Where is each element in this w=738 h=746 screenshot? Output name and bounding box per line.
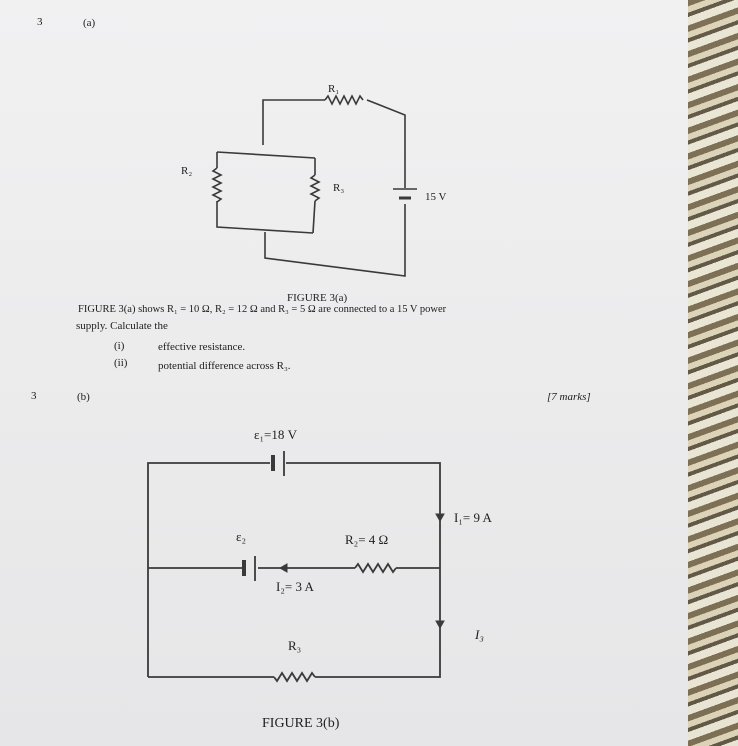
figure-caption-a: FIGURE 3(a) [287,292,348,304]
battery-e2 [242,556,256,581]
label-emf2: ε₂ [236,529,246,544]
question-part-a: (a) [83,17,96,29]
resistor-r1-zigzag [324,94,364,106]
battery-e1 [271,451,285,476]
label-r1-a: R₁ [328,83,340,95]
resistor-r3-zigzag [309,174,321,202]
label-r3-a: R₃ [333,182,345,194]
question-text-line1: FIGURE 3(a) shows R₁ = 10 Ω, R₂ = 12 Ω a… [78,304,447,315]
label-i3: I₃ [475,627,484,642]
arrow-i2 [278,563,288,573]
item-i-number: (i) [114,340,125,352]
item-ii-text: potential difference across R₃. [158,360,291,372]
resistor-r3-b-zigzag [273,671,316,683]
label-i1: I₁= 9 A [454,510,492,525]
question-number-a: 3 [37,16,43,28]
battery-15v [393,188,417,200]
arrow-i1 [435,513,445,523]
arrow-i3 [435,620,445,630]
background-fabric-pattern [688,0,738,746]
label-r3-b: R₃ [288,638,302,653]
wire-inner-left-low [216,201,314,234]
label-r2-b: R₂= 4 Ω [345,532,389,547]
wire-right-lower-b [315,568,441,678]
question-text-line2: supply. Calculate the [76,320,168,332]
resistor-r2-b-zigzag [354,562,397,574]
label-i2: I₂= 3 A [276,579,314,594]
wire-right-lower-a [264,204,406,277]
label-voltage-a: 15 V [425,191,447,203]
question-part-b: (b) [77,391,90,403]
figure-caption-b: FIGURE 3(b) [262,716,340,731]
resistor-r2-zigzag [211,167,223,203]
wire-inner-right-low [312,200,316,234]
wire-top-right-b [286,462,441,568]
wire-top-right-a [366,99,406,188]
wire-top-a [262,99,325,145]
question-number-b: 3 [31,390,37,402]
label-r2-a: R₂ [181,165,193,177]
item-i-text: effective resistance. [158,341,246,353]
item-ii-number: (ii) [114,357,128,369]
wire-inner-top [216,151,316,159]
label-emf1: ε₁=18 V [254,427,297,442]
wire-top-b [147,462,270,677]
marks-label: [7 marks] [547,391,591,403]
